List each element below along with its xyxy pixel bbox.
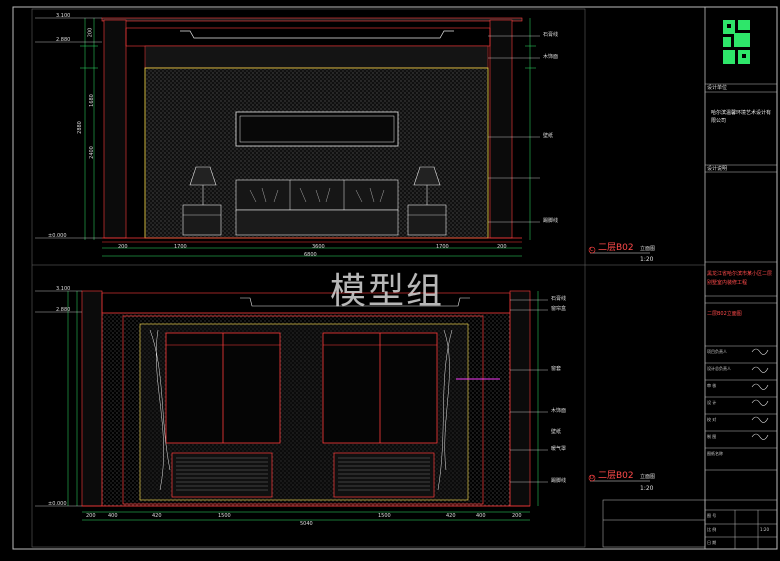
elevation-bottom-scale: 1:20 xyxy=(640,485,654,492)
dim-top-total: 6800 xyxy=(304,252,317,258)
elevation-top-title: 二层B02 xyxy=(598,243,634,253)
note-bot-1: 石膏线 xyxy=(551,296,567,302)
note-bot-7: 踢脚线 xyxy=(551,478,567,484)
elevation-bottom-callout: D xyxy=(590,475,594,481)
note-top-1: 石膏线 xyxy=(543,32,559,38)
dim-bot-5: 1500 xyxy=(378,513,391,519)
level-bot-1: 3.100 xyxy=(56,286,71,292)
tb-notes-label: 设计说明 xyxy=(707,166,728,172)
level-top-3: ±0.000 xyxy=(48,233,67,239)
elevation-bottom-title: 二层B02 xyxy=(598,471,634,481)
window-right xyxy=(322,332,438,444)
dim-top-4: 1700 xyxy=(436,244,449,250)
watermark-text: 模型组 xyxy=(330,271,445,312)
dim-bot-1: 200 xyxy=(86,513,96,519)
tb-field-1: 图 号 xyxy=(707,513,717,518)
tb-row-7: 图纸名称 xyxy=(707,451,723,456)
elevation-bottom xyxy=(35,290,548,521)
dim-left-1: 200 xyxy=(87,27,94,38)
note-bot-4: 木饰面 xyxy=(551,408,567,414)
dim-bot-2: 400 xyxy=(108,513,118,519)
tb-header: 设计单位 xyxy=(707,85,728,91)
note-bot-6: 暖气罩 xyxy=(551,446,567,452)
tb-row-1: 项目负责人 xyxy=(707,349,727,354)
tb-row-4: 设 计 xyxy=(707,400,717,405)
dim-bot-7: 400 xyxy=(476,513,486,519)
lamp-right xyxy=(407,166,447,236)
dim-top-3: 3600 xyxy=(312,244,325,250)
note-bot-5: 壁纸 xyxy=(551,429,562,435)
dim-top-1: 200 xyxy=(118,244,128,250)
level-bot-2: 2.880 xyxy=(56,307,71,313)
radiator-left xyxy=(171,452,273,498)
elevation-top-scale: 1:20 xyxy=(640,256,654,263)
note-top-2: 木饰面 xyxy=(543,54,559,60)
dim-left-4: 2880 xyxy=(76,121,83,134)
tb-company: 哈尔滨温馨环境艺术设计有限公司 xyxy=(711,110,772,124)
tb-row-2: 设计总负责人 xyxy=(707,366,731,371)
dim-left-3: 2400 xyxy=(88,146,95,159)
level-top-2: 2.880 xyxy=(56,37,71,43)
dim-bot-6: 420 xyxy=(446,513,456,519)
note-top-4: 踢脚线 xyxy=(543,218,559,224)
tb-field-3: 日 期 xyxy=(707,540,717,545)
dim-bot-8: 200 xyxy=(512,513,522,519)
tb-row-6: 制 图 xyxy=(707,434,717,439)
note-top-3: 壁纸 xyxy=(543,133,554,139)
tb-drawing-name: 二层B02立面图 xyxy=(707,311,742,317)
dim-left-2: 1680 xyxy=(88,94,95,107)
note-bot-2: 窗帘盒 xyxy=(551,306,567,312)
elevation-top-callout: C xyxy=(590,247,594,253)
lamp-left xyxy=(182,166,222,236)
tb-project-title: 黑龙江省哈尔滨市某小区二层别墅室内装修工程 xyxy=(707,271,773,286)
window-left xyxy=(165,332,281,444)
dim-bot-4: 1500 xyxy=(218,513,231,519)
tb-row-3: 审 核 xyxy=(707,383,717,388)
sofa xyxy=(235,179,399,236)
elevation-top xyxy=(35,17,540,257)
level-bot-3: ±0.000 xyxy=(48,501,67,507)
dim-top-2: 1700 xyxy=(174,244,187,250)
dim-top-5: 200 xyxy=(497,244,507,250)
company-logo xyxy=(723,20,750,64)
dim-bot-total: 5040 xyxy=(300,521,313,527)
level-top-1: 3.100 xyxy=(56,13,71,19)
radiator-right xyxy=(333,452,435,498)
tb-row-5: 校 对 xyxy=(707,417,717,422)
elevation-top-suffix: 立面图 xyxy=(640,246,656,252)
tb-field-2: 比 例 xyxy=(707,527,717,532)
elevation-bottom-suffix: 立面图 xyxy=(640,474,656,480)
dim-bot-3: 420 xyxy=(152,513,162,519)
note-bot-3: 窗套 xyxy=(551,366,562,372)
tb-scale-value: 1:20 xyxy=(760,527,769,532)
